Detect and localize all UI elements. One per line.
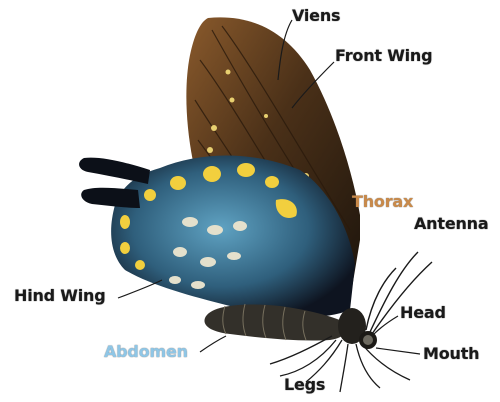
- label-abdomen: Abdomen: [104, 342, 188, 361]
- label-legs: Legs: [284, 375, 325, 394]
- leader-abdomen: [200, 336, 226, 352]
- label-viens: Viens: [292, 6, 340, 25]
- label-mouth: Mouth: [423, 344, 479, 363]
- label-hind-wing: Hind Wing: [14, 286, 105, 305]
- label-head: Head: [400, 303, 446, 322]
- hind-wing-tail-lower: [81, 188, 140, 208]
- label-front-wing: Front Wing: [335, 46, 432, 65]
- leader-mouth: [376, 348, 420, 354]
- leader-hind-wing: [118, 280, 162, 298]
- label-antenna: Antenna: [414, 214, 488, 233]
- eye-shape: [363, 335, 373, 345]
- hind-wing-tail-upper: [79, 158, 150, 184]
- label-thorax: Thorax: [352, 192, 413, 211]
